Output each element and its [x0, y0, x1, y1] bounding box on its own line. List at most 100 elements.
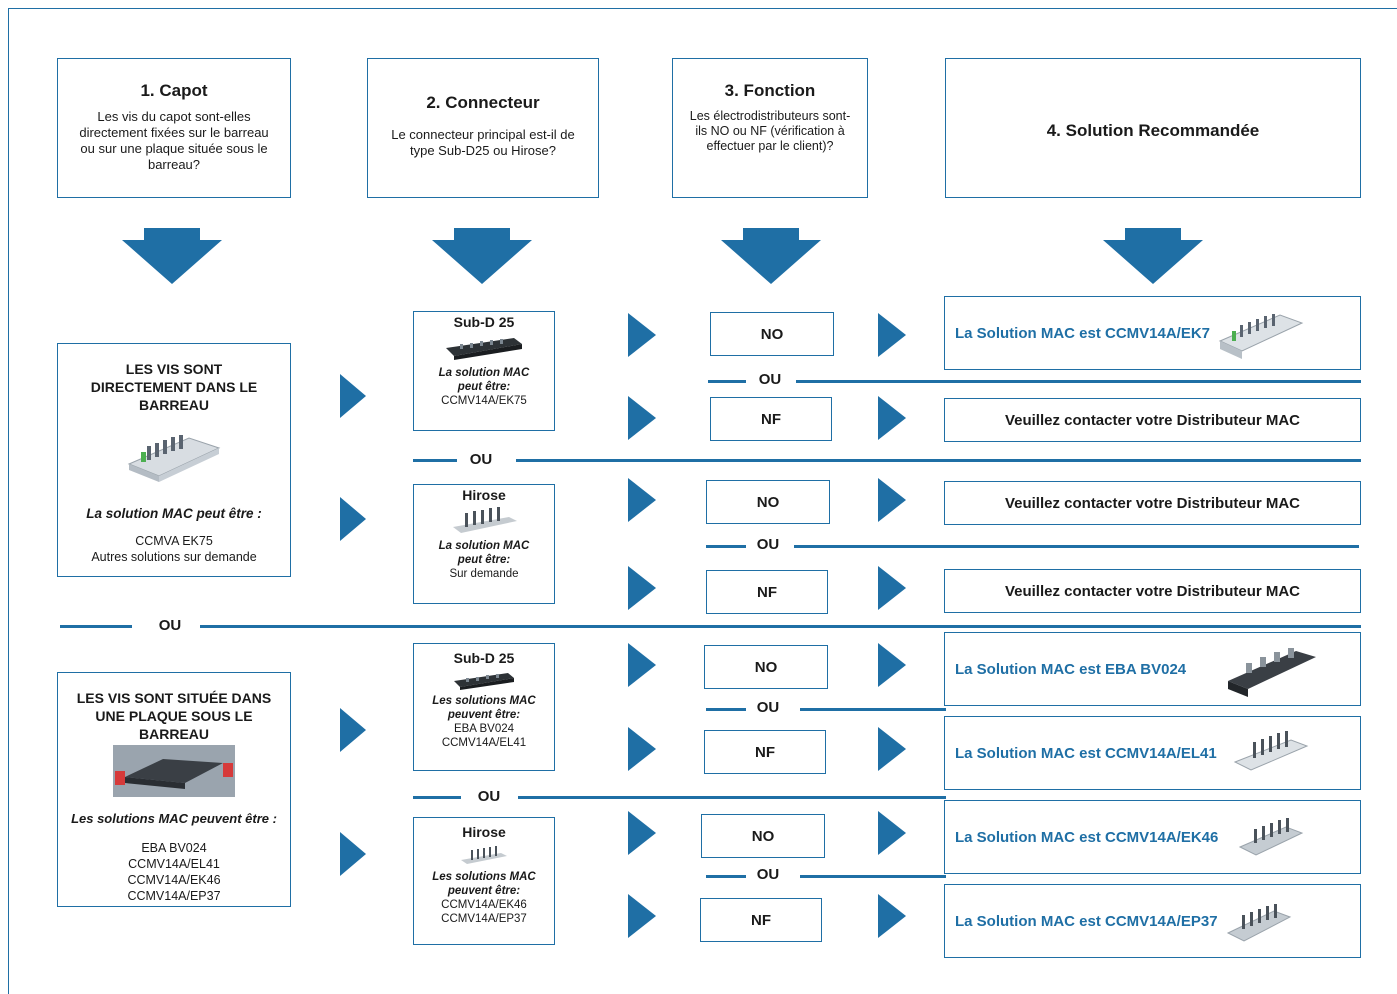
solution-label: La Solution MAC est EBA BV024 [955, 660, 1187, 678]
subd25-connector-image [446, 338, 522, 360]
right-arrow-icon [878, 727, 906, 771]
rail-image [1218, 314, 1304, 359]
separator-line [516, 459, 1361, 462]
function-box-nf: NF [704, 730, 826, 774]
left-value: Autres solutions sur demande [91, 550, 257, 564]
header-text: Le connecteur principal est-il de type S… [391, 127, 575, 158]
left-subtitle: La solution MAC peut être : [86, 506, 262, 521]
or-label: OU [459, 451, 503, 468]
solution-box: Veuillez contacter votre Distributeur MA… [944, 569, 1361, 613]
solution-label: Veuillez contacter votre Distributeur MA… [1004, 582, 1301, 600]
function-label: NO [760, 325, 784, 343]
solution-label: Veuillez contacter votre Distributeur MA… [1004, 411, 1301, 429]
separator-line [794, 545, 1359, 548]
connector-box-subd25: Sub-D 25 La solution MAC peut être: CCMV… [413, 311, 555, 431]
diagram-frame [8, 8, 1397, 994]
function-label: NF [755, 743, 775, 761]
connector-title: Sub-D 25 [453, 650, 515, 666]
hirose-connector-image [461, 846, 507, 864]
connector-value: CCMV14A/EK75 [441, 395, 527, 407]
solution-box: La Solution MAC est CCMV14A/EL41 [944, 716, 1361, 790]
left-value: CCMV14A/EK46 [127, 873, 221, 887]
header-title: 3. Fonction [724, 81, 816, 100]
right-arrow-icon [340, 832, 366, 876]
solution-box: La Solution MAC est CCMV14A/EK7 [944, 296, 1361, 370]
connector-subtitle: La solution MAC peut être: [438, 540, 530, 566]
right-arrow-icon [340, 374, 366, 418]
right-arrow-icon [628, 313, 656, 357]
down-arrow-icon [122, 228, 222, 284]
solution-label: La Solution MAC est CCMV14A/EK7 [955, 324, 1211, 342]
function-label: NO [754, 658, 778, 676]
separator-line [708, 380, 746, 383]
function-label: NF [757, 583, 777, 601]
header-capot: 1. Capot Les vis du capot sont-elles dir… [57, 58, 291, 198]
hirose-connector-image [453, 507, 517, 533]
separator-line [200, 625, 1361, 628]
separator-line [796, 380, 1361, 383]
connector-value: EBA BV024 [453, 723, 515, 735]
rail-image [1226, 904, 1291, 942]
function-box-no: NO [710, 312, 834, 356]
or-label: OU [748, 866, 788, 883]
left-value: EBA BV024 [141, 841, 207, 855]
left-box-barreau: LES VIS SONT DIRECTEMENT DANS LE BARREAU… [57, 343, 291, 577]
header-title: 2. Connecteur [426, 93, 540, 112]
rail-image [1233, 731, 1309, 771]
down-arrow-icon [721, 228, 821, 284]
left-value: CCMV14A/EL41 [128, 857, 220, 871]
connector-value: Sur demande [449, 568, 519, 580]
connector-value: CCMV14A/EL41 [441, 737, 527, 749]
manifold-image [1228, 648, 1317, 697]
right-arrow-icon [878, 478, 906, 522]
left-title: LES VIS SONT DIRECTEMENT DANS LE BARREAU [90, 361, 258, 413]
separator-line [800, 875, 946, 878]
function-box-no: NO [704, 645, 828, 689]
separator-line [706, 875, 746, 878]
down-arrow-icon [432, 228, 532, 284]
rail-image [1239, 818, 1304, 856]
function-box-nf: NF [700, 898, 822, 942]
separator-line [706, 708, 746, 711]
solution-box: La Solution MAC est EBA BV024 [944, 632, 1361, 706]
function-label: NF [761, 410, 781, 428]
function-box-no: NO [706, 480, 830, 524]
right-arrow-icon [878, 566, 906, 610]
connector-subtitle: La solution MAC peut être: [438, 367, 530, 393]
left-box-plaque: LES VIS SONT SITUÉE DANS UNE PLAQUE SOUS… [57, 672, 291, 907]
connector-value: CCMV14A/EK46 [441, 899, 527, 911]
left-value: CCMV14A/EP37 [127, 889, 221, 903]
left-subtitle: Les solutions MAC peuvent être : [71, 811, 277, 826]
left-title: LES VIS SONT SITUÉE DANS UNE PLAQUE SOUS… [76, 690, 272, 742]
or-label: OU [750, 371, 790, 388]
function-label: NO [756, 493, 780, 511]
header-text: Les vis du capot sont-elles directement … [79, 109, 269, 172]
right-arrow-icon [340, 497, 366, 541]
solution-box: La Solution MAC est CCMV14A/EP37 [944, 884, 1361, 958]
right-arrow-icon [628, 396, 656, 440]
right-arrow-icon [628, 894, 656, 938]
header-title: 4. Solution Recommandée [1046, 121, 1260, 140]
right-arrow-icon [340, 708, 366, 752]
right-arrow-icon [878, 811, 906, 855]
function-label: NF [751, 911, 771, 929]
connector-title: Hirose [462, 487, 506, 503]
connector-box-hirose: Hirose Les solutions MAC peuvent être: C… [413, 817, 555, 945]
right-arrow-icon [878, 313, 906, 357]
connector-value: CCMV14A/EP37 [441, 913, 527, 925]
header-title: 1. Capot [140, 81, 208, 100]
separator-line [413, 796, 461, 799]
header-fonction: 3. Fonction Les électrodistributeurs son… [672, 58, 868, 198]
separator-line [60, 625, 132, 628]
or-label: OU [148, 617, 192, 634]
rail-image [127, 435, 221, 482]
connector-box-hirose: Hirose La solution MAC peut être: Sur de… [413, 484, 555, 604]
separator-line [518, 796, 946, 799]
header-text: Les électrodistributeurs sont-ils NO ou … [689, 109, 851, 153]
right-arrow-icon [878, 643, 906, 687]
right-arrow-icon [628, 727, 656, 771]
connector-subtitle: Les solutions MAC peuvent être: [432, 695, 536, 721]
right-arrow-icon [628, 643, 656, 687]
or-label: OU [467, 788, 511, 805]
solution-box: La Solution MAC est CCMV14A/EK46 [944, 800, 1361, 874]
